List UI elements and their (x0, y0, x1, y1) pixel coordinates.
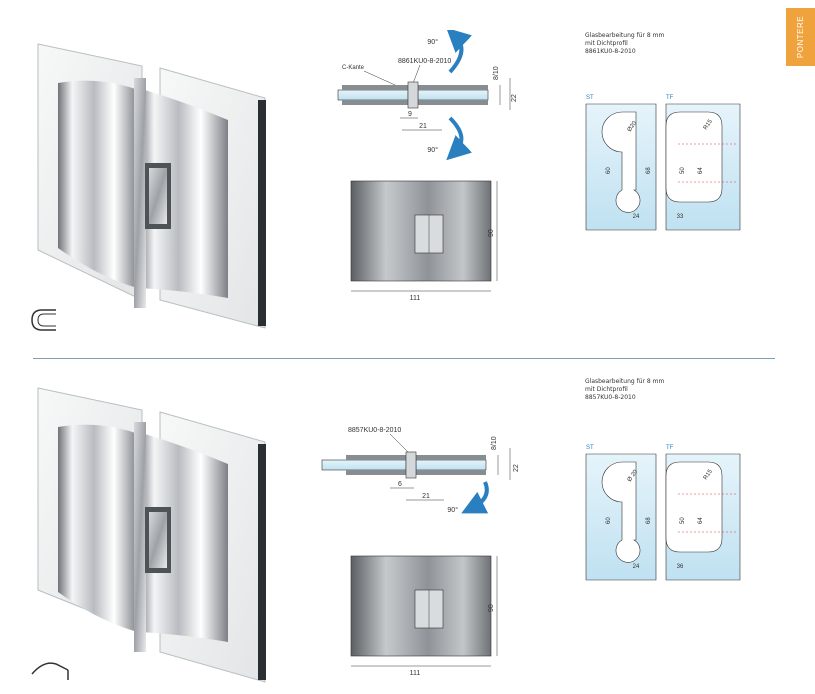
tf-dim-50: 50 (680, 167, 686, 174)
tf-dim-36: 36 (677, 564, 684, 570)
st-diameter-label: Ø20 (627, 120, 639, 133)
st-dim-68: 68 (646, 167, 652, 174)
dim-8-10: 8/10 (491, 436, 498, 450)
tf-label: TF (666, 445, 674, 451)
st-label: ST (586, 445, 594, 451)
hinge-photo-1 (30, 38, 275, 333)
front-view-drawing-1: 90 111 (350, 180, 498, 302)
section-tab[interactable]: PONTERE (786, 8, 815, 66)
dim-90: 90 (488, 604, 495, 612)
dim-21: 21 (422, 493, 430, 500)
dim-8-10: 8/10 (493, 66, 500, 80)
st-dim-68: 68 (646, 517, 652, 524)
tf-radius-label: R15 (703, 468, 715, 481)
rotation-arrow-up-icon (446, 30, 472, 74)
st-dim-24: 24 (633, 564, 640, 570)
dim-111: 111 (410, 295, 421, 302)
dim-21: 21 (419, 123, 427, 130)
angle-bottom-label: 90° (447, 506, 458, 514)
part-number-label: 8857KU0-8-2010 (348, 427, 401, 434)
st-dim-60: 60 (606, 517, 612, 524)
tf-dim-33: 33 (677, 214, 684, 220)
dim-9: 9 (408, 111, 412, 118)
st-dim-60: 60 (606, 167, 612, 174)
dim-22: 22 (511, 94, 518, 102)
rotation-arrow-down-icon (446, 116, 472, 161)
seal-profile-icon (31, 662, 69, 680)
cross-section-drawing-1: 90° 90° 8861KU0-8-2010 C-Kante 8/10 22 9… (337, 30, 518, 161)
glass-cutout-drawing-1: ST TF Ø20 60 68 24 R15 50 64 33 (585, 95, 741, 231)
tf-dim-64: 64 (698, 167, 704, 174)
caption-1: Glasbearbeitung für 8 mm mit Dichtprofil… (585, 32, 665, 55)
part-number-label: 8861KU0-8-2010 (398, 58, 451, 65)
angle-bottom-label: 90° (427, 146, 438, 154)
dim-111: 111 (410, 670, 421, 677)
dim-22: 22 (513, 464, 520, 472)
dim-90: 90 (488, 229, 495, 237)
c-kante-label: C-Kante (342, 65, 365, 71)
section-divider (33, 358, 775, 359)
front-view-drawing-2: 90 111 (350, 555, 498, 677)
st-dim-24: 24 (633, 214, 640, 220)
tf-dim-64: 64 (698, 517, 704, 524)
st-label: ST (586, 95, 594, 101)
angle-top-label: 90° (427, 38, 438, 46)
dim-6: 6 (398, 481, 402, 488)
rotation-arrow-down-icon (461, 481, 489, 514)
caption-2: Glasbearbeitung für 8 mm mit Dichtprofil… (585, 378, 665, 401)
glass-cutout-drawing-2: ST TF Ø 20 60 68 24 R15 50 64 36 (585, 445, 741, 581)
tf-dim-50: 50 (680, 517, 686, 524)
tf-label: TF (666, 95, 674, 101)
hinge-photo-2 (30, 382, 275, 692)
tf-radius-label: R15 (703, 118, 715, 131)
section-tab-label: PONTERE (796, 15, 805, 59)
seal-profile-icon (31, 309, 56, 331)
cross-section-drawing-2: 8857KU0-8-2010 90° 8/10 22 6 21 (321, 427, 520, 514)
